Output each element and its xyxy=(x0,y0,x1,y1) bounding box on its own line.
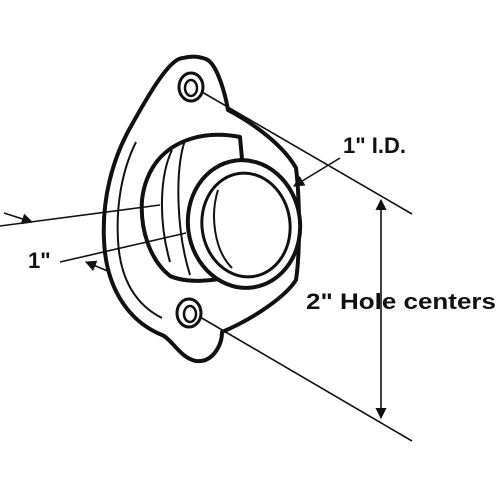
inner-diameter-label: 1" I.D. xyxy=(343,133,406,158)
hole-centers-label: 2" Hole centers xyxy=(306,289,496,314)
tube-shade-line xyxy=(160,149,173,263)
depth-label: 1" xyxy=(28,248,51,273)
flange-inner-edge xyxy=(116,141,163,319)
inner-diameter-leader xyxy=(293,157,341,187)
top-mounting-hole xyxy=(177,71,205,103)
bottom-hole-extension-line xyxy=(199,316,413,442)
socket-inner-rim xyxy=(200,171,292,279)
bottom-mounting-hole xyxy=(175,297,203,329)
top-hole-extension-line xyxy=(201,91,413,215)
depth-arrow-bottom xyxy=(84,260,111,273)
tube-shade-line xyxy=(177,139,191,276)
depth-arrow-top xyxy=(3,212,34,225)
depth-extension-line-bottom xyxy=(59,232,187,263)
socket-inner-shade xyxy=(213,189,233,269)
